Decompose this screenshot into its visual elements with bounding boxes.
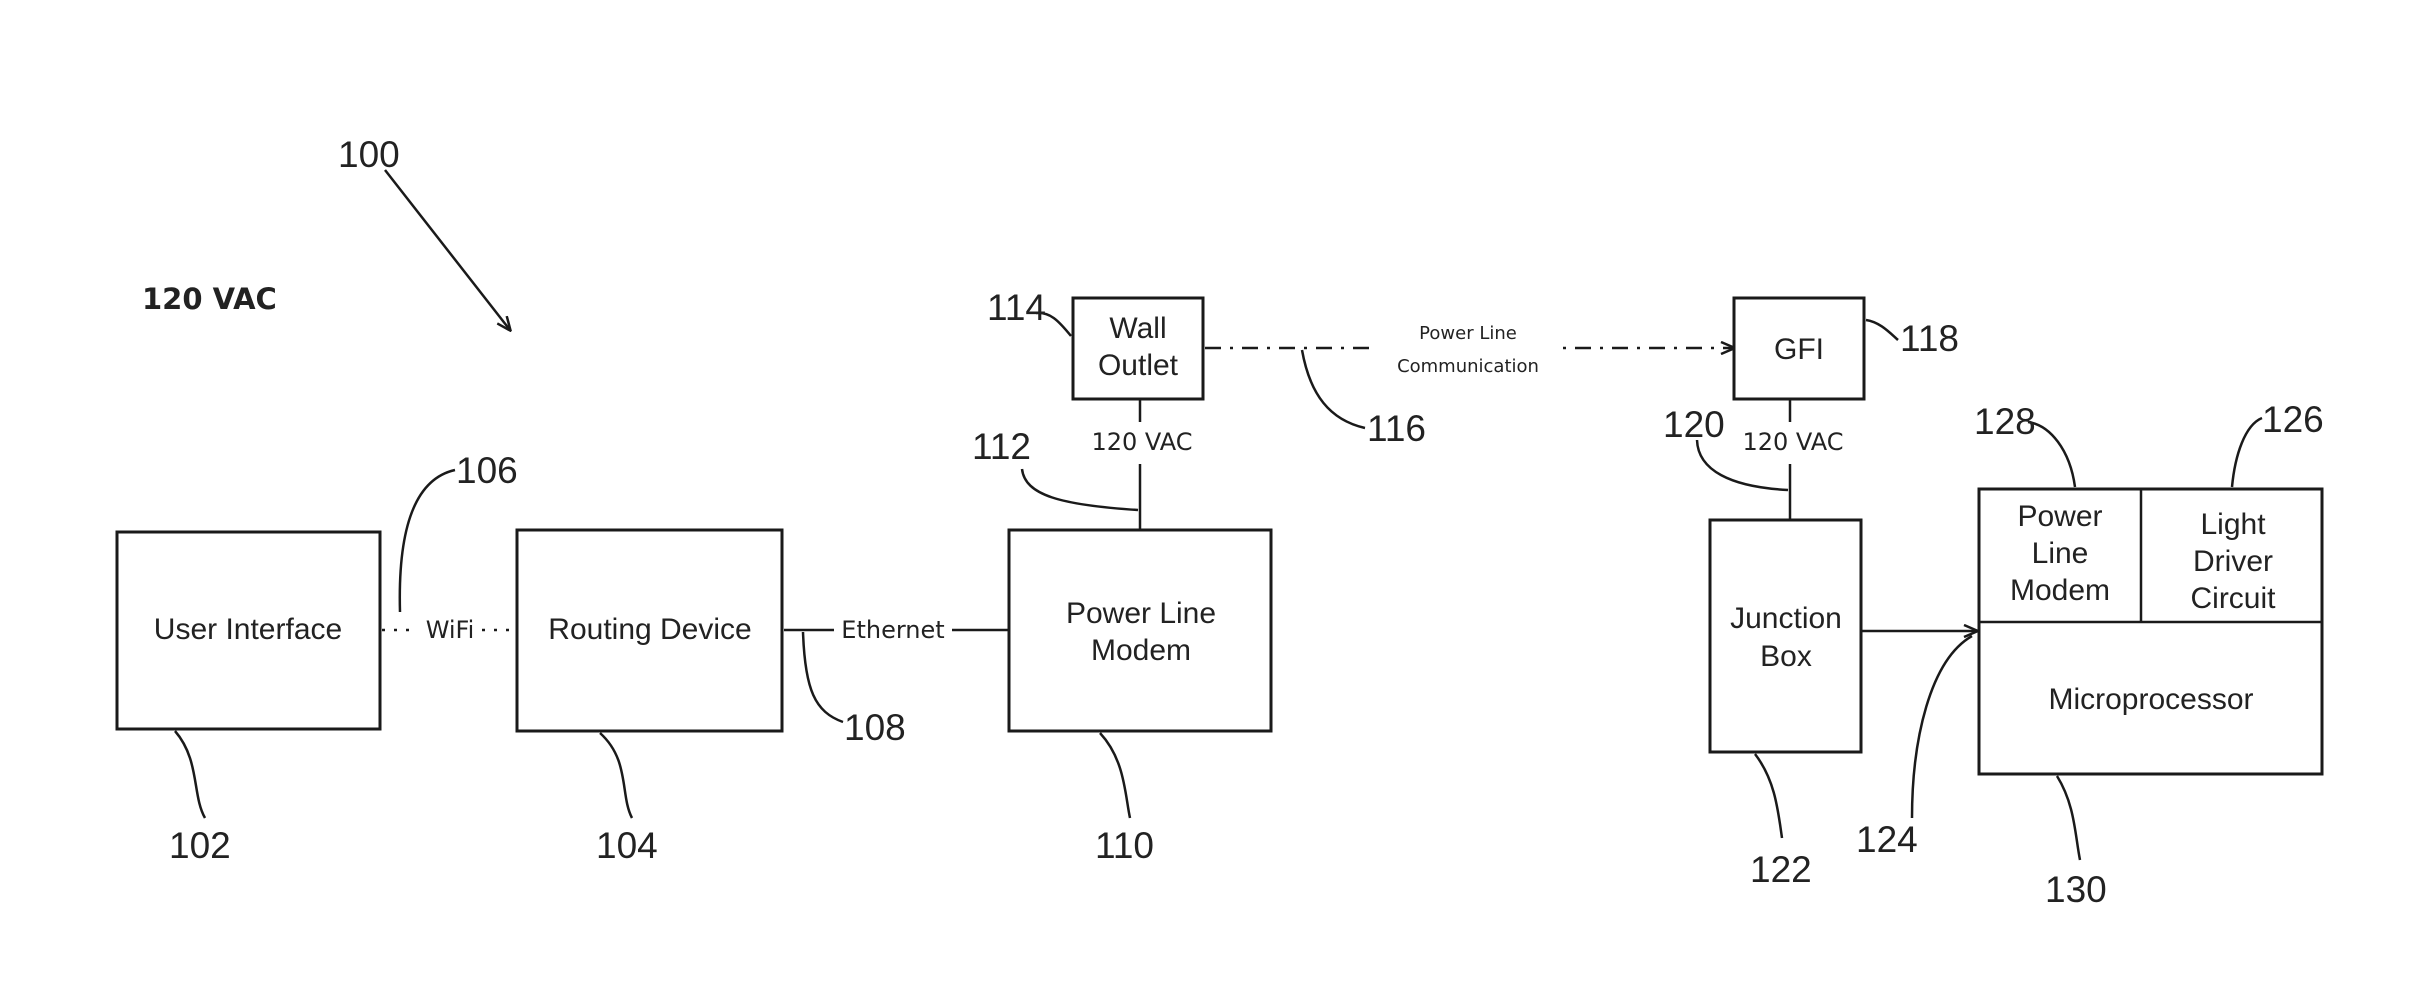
leader-102: [175, 731, 205, 818]
ref-110: 110: [1095, 825, 1154, 866]
module-power-line-modem-line2: Line: [2032, 537, 2089, 570]
module-power-line-modem-line3: Modem: [2010, 574, 2110, 607]
light-driver-circuit-line2: Driver: [2193, 545, 2273, 578]
ref-130: 130: [2045, 869, 2107, 910]
figure-ref-arrow: [385, 170, 510, 330]
leader-112: [1022, 469, 1138, 510]
ref-114: 114: [987, 287, 1046, 328]
figure-ref-100: 100: [338, 134, 400, 175]
ref-104: 104: [596, 825, 658, 866]
leader-104: [600, 733, 632, 818]
power-line-communication-label-line1: Power Line: [1419, 323, 1517, 344]
gfi-label: GFI: [1774, 333, 1824, 366]
ref-128: 128: [1974, 401, 2036, 442]
leader-116: [1302, 350, 1365, 428]
ref-122: 122: [1750, 849, 1812, 890]
ref-106: 106: [456, 450, 518, 491]
ref-120: 120: [1663, 404, 1725, 445]
power-line-modem-label-line2: Modem: [1091, 634, 1191, 667]
ref-126: 126: [2262, 399, 2324, 440]
light-driver-circuit: Light Driver Circuit: [2190, 508, 2276, 615]
leader-126: [2232, 418, 2262, 487]
module-power-line-modem-line1: Power: [2017, 500, 2102, 533]
ref-124: 124: [1856, 819, 1918, 860]
routing-device-label: Routing Device: [548, 613, 751, 646]
ref-118: 118: [1900, 318, 1959, 359]
light-driver-circuit-line1: Light: [2200, 508, 2266, 541]
wall-outlet-label-line1: Wall: [1109, 312, 1166, 345]
leader-108: [803, 632, 843, 722]
ref-102: 102: [169, 825, 231, 866]
light-driver-circuit-line3: Circuit: [2190, 582, 2276, 615]
junction-box: [1710, 520, 1861, 752]
outlet-feed-voltage-label: 120 VAC: [1091, 428, 1192, 456]
gfi-feed-voltage-label: 120 VAC: [1742, 428, 1843, 456]
microprocessor-label: Microprocessor: [2048, 683, 2253, 716]
ref-108: 108: [844, 707, 906, 748]
top-left-voltage-label: 120 VAC: [142, 282, 277, 316]
wall-outlet-label-line2: Outlet: [1098, 349, 1179, 382]
ethernet-label: Ethernet: [841, 616, 944, 644]
ref-112: 112: [972, 426, 1031, 467]
wifi-label: WiFi: [426, 616, 475, 644]
user-interface-label: User Interface: [154, 613, 342, 646]
leader-130: [2057, 776, 2080, 860]
leader-110: [1100, 733, 1130, 818]
power-line-communication-label-line2: Communication: [1397, 356, 1539, 377]
power-line-modem-box: [1009, 530, 1271, 731]
junction-box-label-line1: Junction: [1730, 602, 1842, 635]
leader-106: [400, 470, 455, 612]
leader-118: [1866, 320, 1898, 340]
leader-124: [1912, 636, 1972, 818]
junction-box-label-line2: Box: [1760, 640, 1812, 673]
power-line-modem-label-line1: Power Line: [1066, 597, 1216, 630]
leader-122: [1755, 754, 1782, 838]
ref-116: 116: [1367, 408, 1426, 449]
